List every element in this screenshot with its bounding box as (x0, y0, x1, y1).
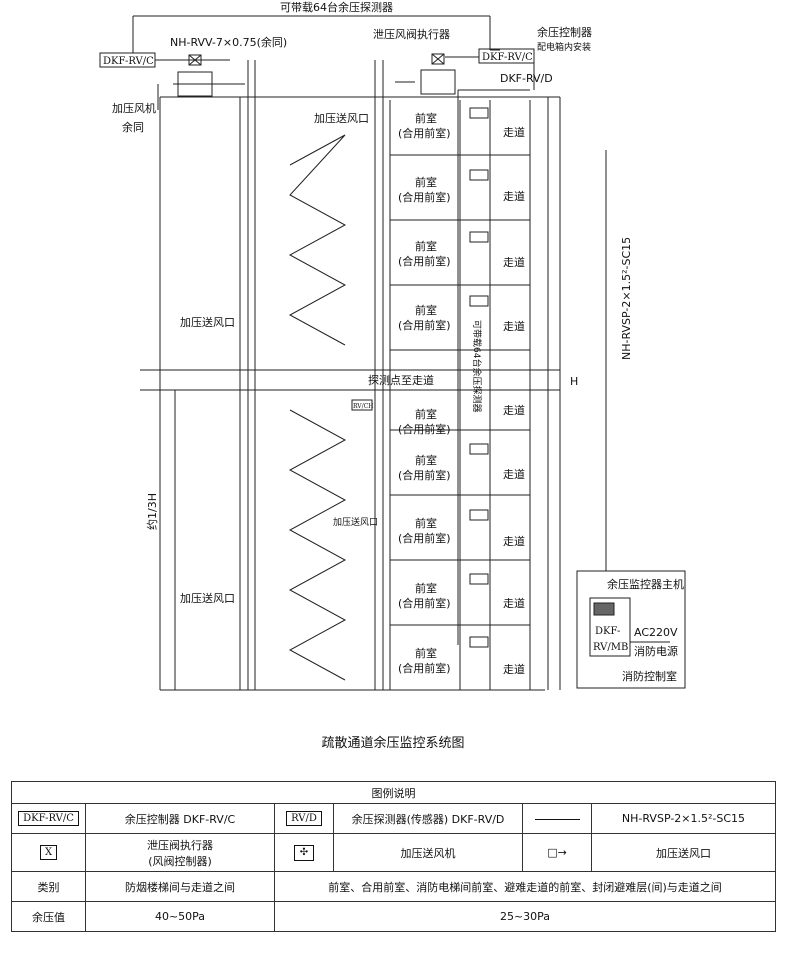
rv-ch-label: RV/CH (353, 403, 373, 410)
corridor: 走道 (503, 189, 525, 203)
host-model-2: RV/MB (593, 642, 628, 653)
corridor: 走道 (503, 534, 525, 548)
shared-front-room: (合用前室) (398, 126, 451, 140)
shared-front-room: (合用前室) (398, 422, 451, 436)
shared-front-room: (合用前室) (398, 468, 451, 482)
right-controller-symbol: DKF-RV/C (482, 52, 533, 63)
controller-label: 余压控制器 (537, 25, 592, 39)
shared-front-room: (合用前室) (398, 531, 451, 545)
outlet-label-top: 加压送风口 (314, 111, 369, 125)
front-room: 前室 (415, 407, 437, 421)
outlet-desc: 加压送风口 (591, 833, 776, 872)
third-height-label: 约1/3H (146, 493, 159, 530)
category-front-room: 前室、合用前室、消防电梯间前室、避难走道的前室、封闭避难层(间)与走道之间 (274, 871, 776, 902)
front-room: 前室 (415, 175, 437, 189)
value-stair: 40~50Pa (85, 901, 275, 932)
corridor-labels: 走道 走道 走道 走道 走道 走道 走道 走道 走道 (503, 125, 525, 676)
height-label: H (570, 375, 578, 388)
outlet-label-mid: 加压送风口 (180, 315, 235, 329)
cable-desc: NH-RVSP-2×1.5²-SC15 (591, 803, 776, 834)
controller-desc: 余压控制器 DKF-RV/C (85, 803, 275, 834)
detector-desc: 余压探测器(传感器) DKF-RV/D (333, 803, 523, 834)
value-label: 余压值 (11, 901, 86, 932)
controller-sub-label: 配电箱内安装 (537, 41, 591, 53)
fan-desc: 加压送风机 (333, 833, 523, 872)
corridor: 走道 (503, 319, 525, 333)
shared-front-room: (合用前室) (398, 318, 451, 332)
value-front-room: 25~30Pa (274, 901, 776, 932)
riser-note: 可带载64台余压探测器 (471, 320, 483, 412)
cable-spec-label: NH-RVV-7×0.75(余同) (170, 35, 287, 49)
front-room: 前室 (415, 581, 437, 595)
corridor: 走道 (503, 255, 525, 269)
front-room-labels: 前室 (合用前室) 前室 (合用前室) 前室 (合用前室) 前室 (合用前室) … (398, 111, 451, 675)
front-room: 前室 (415, 239, 437, 253)
front-room: 前室 (415, 111, 437, 125)
corridor: 走道 (503, 467, 525, 481)
corridor: 走道 (503, 662, 525, 676)
cable-line-icon (534, 818, 580, 820)
top-bus-label: 可带载64台余压探测器 (280, 0, 393, 14)
corridor: 走道 (503, 125, 525, 139)
fan-icon: ✣ (294, 844, 314, 861)
shared-front-room: (合用前室) (398, 661, 451, 675)
valve-x-icon: X (39, 845, 58, 860)
host-model-1: DKF- (595, 626, 620, 637)
diagram-caption: 疏散通道余压监控系统图 (321, 736, 465, 751)
corridor: 走道 (503, 403, 525, 417)
shared-front-room: (合用前室) (398, 254, 451, 268)
front-room: 前室 (415, 516, 437, 530)
power-label: AC220V (634, 626, 678, 639)
valve-desc-line1: 泄压阀执行器 (147, 838, 213, 852)
controller-symbol: DKF-RV/C (18, 811, 79, 826)
same-label: 余同 (122, 120, 144, 134)
riser-cable-label: NH-RVSP-2×1.5²-SC15 (620, 237, 633, 360)
front-room: 前室 (415, 303, 437, 317)
control-room-label: 消防控制室 (622, 669, 677, 683)
fan-label: 加压风机 (112, 101, 156, 115)
shared-front-room: (合用前室) (398, 190, 451, 204)
corridor: 走道 (503, 596, 525, 610)
system-diagram: 可带载64台余压探测器 DKF-RV/C NH-RVV-7×0.75(余同) 加… (99, 0, 686, 691)
valve-desc-line2: (风阀控制器) (148, 854, 212, 868)
valve-desc: 泄压阀执行器 (风阀控制器) (85, 833, 275, 872)
detector-model-label: DKF-RV/D (500, 72, 553, 85)
outlet-label-lower: 加压送风口 (333, 516, 378, 528)
shared-front-room: (合用前室) (398, 596, 451, 610)
fire-power-label: 消防电源 (634, 644, 678, 658)
front-room: 前室 (415, 646, 437, 660)
valve-actuator-label: 泄压风阀执行器 (373, 27, 450, 41)
detector-symbol: RV/D (286, 811, 322, 826)
category-label: 类别 (11, 871, 86, 902)
legend-table: 图例说明 DKF-RV/C 余压控制器 DKF-RV/C RV/D 余压探测器(… (11, 781, 776, 932)
category-stair: 防烟楼梯间与走道之间 (85, 871, 275, 902)
probe-note: 探测点至走道 (368, 373, 434, 387)
legend-title: 图例说明 (11, 781, 776, 804)
front-room: 前室 (415, 453, 437, 467)
outlet-icon: □→ (547, 846, 567, 859)
left-controller-symbol: DKF-RV/C (103, 56, 154, 67)
outlet-label-bottom: 加压送风口 (180, 591, 235, 605)
host-title: 余压监控器主机 (607, 577, 684, 591)
